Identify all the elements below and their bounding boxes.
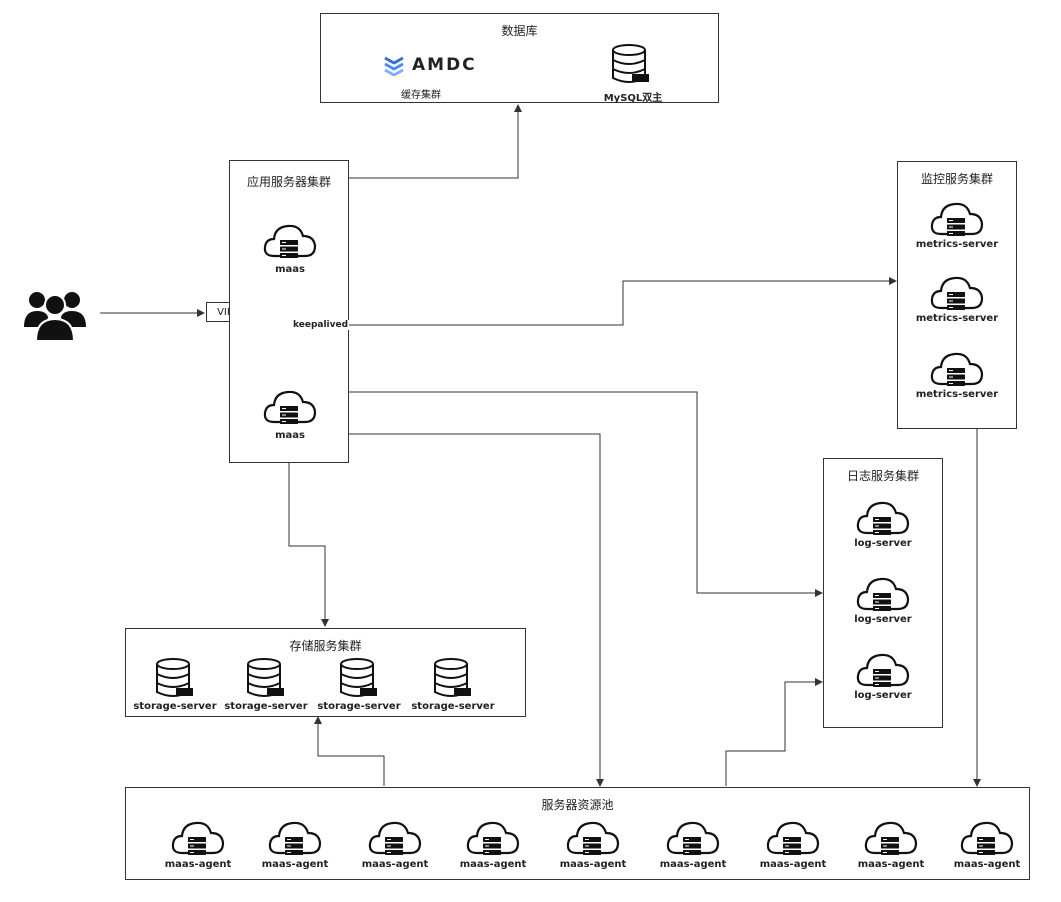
cloud-server-icon xyxy=(930,276,984,310)
log-cluster-node-label: log-server xyxy=(854,614,912,625)
cloud-server-icon xyxy=(856,501,910,535)
edge-app-log xyxy=(349,391,823,597)
cloud-server-icon xyxy=(930,352,984,386)
cloud-server-icon xyxy=(856,653,910,687)
resource-pool-node-label: maas-agent xyxy=(857,859,925,870)
cloud-server-icon xyxy=(856,577,910,611)
edge-app-storage xyxy=(288,463,329,627)
log-cluster-node-label: log-server xyxy=(854,538,912,549)
cloud-server-icon xyxy=(666,821,720,855)
monitor-cluster-title: 监控服务集群 xyxy=(920,172,993,186)
storage-cluster-node-label: storage-server xyxy=(133,701,217,712)
log-cluster-title: 日志服务集群 xyxy=(846,469,919,483)
storage-database-icon xyxy=(247,658,284,697)
app-cluster-node-label: maas xyxy=(275,264,305,275)
resource-pool-node-label: maas-agent xyxy=(953,859,1021,870)
cloud-server-icon xyxy=(466,821,520,855)
users-icon xyxy=(24,283,86,345)
mysql-label: MySQL双主 xyxy=(603,93,663,104)
storage-database-icon xyxy=(434,658,471,697)
database-title: 数据库 xyxy=(501,24,538,38)
storage-cluster-node-label: storage-server xyxy=(411,701,495,712)
monitor-cluster-node-label: metrics-server xyxy=(915,389,999,400)
log-cluster-node-label: log-server xyxy=(854,690,912,701)
storage-database-icon xyxy=(340,658,377,697)
storage-database-icon xyxy=(156,658,193,697)
cloud-server-icon xyxy=(960,821,1014,855)
edge-pool-storage xyxy=(314,716,385,786)
cache-cluster-label: 缓存集群 xyxy=(401,90,441,101)
storage-cluster-node-label: storage-server xyxy=(317,701,401,712)
edge-pool-log xyxy=(725,678,823,786)
app-cluster-node-label: maas xyxy=(275,430,305,441)
resource-pool-node-label: maas-agent xyxy=(559,859,627,870)
cloud-server-icon xyxy=(766,821,820,855)
cloud-server-icon xyxy=(263,390,317,424)
resource-pool-node-label: maas-agent xyxy=(261,859,329,870)
amdc-logo-icon xyxy=(384,56,404,76)
resource-pool-node-label: maas-agent xyxy=(164,859,232,870)
mysql-database-icon xyxy=(612,44,649,83)
storage-cluster-node-label: storage-server xyxy=(224,701,308,712)
resource-pool-node-label: maas-agent xyxy=(361,859,429,870)
keepalived-label: keepalived xyxy=(292,320,350,330)
resource-pool-title: 服务器资源池 xyxy=(541,798,614,812)
cloud-server-icon xyxy=(864,821,918,855)
resource-pool-node-label: maas-agent xyxy=(759,859,827,870)
storage-cluster-title: 存储服务集群 xyxy=(289,639,362,653)
resource-pool-node-label: maas-agent xyxy=(659,859,727,870)
database-box[interactable]: 数据库 AMDC 缓存集群 MySQL双主 xyxy=(320,13,719,104)
resource-pool-node-label: maas-agent xyxy=(459,859,527,870)
cloud-server-icon xyxy=(566,821,620,855)
app-cluster-title: 应用服务器集群 xyxy=(246,175,331,189)
cloud-server-icon xyxy=(368,821,422,855)
edge-app-database xyxy=(349,104,522,179)
cloud-server-icon xyxy=(930,202,984,236)
monitor-cluster-node-label: metrics-server xyxy=(915,239,999,250)
cloud-server-icon xyxy=(263,224,317,258)
cloud-server-icon xyxy=(171,821,225,855)
edge-app-pool xyxy=(349,433,604,787)
amdc-logo-text: AMDC xyxy=(412,55,477,75)
edge-app-monitor xyxy=(349,277,897,326)
cloud-server-icon xyxy=(268,821,322,855)
monitor-cluster-node-label: metrics-server xyxy=(915,313,999,324)
